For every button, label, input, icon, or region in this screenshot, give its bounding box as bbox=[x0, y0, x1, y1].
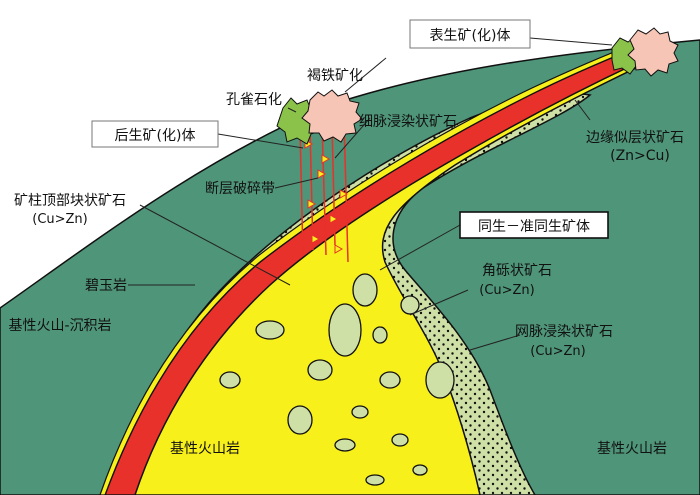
limonite-blob-icon bbox=[627, 27, 679, 77]
syngenetic-box bbox=[459, 211, 609, 239]
limonite-blob-icon bbox=[301, 89, 363, 143]
label-syngenetic: 同生－准同生矿体 bbox=[478, 219, 590, 235]
label-supergene-ore: 表生矿(化)体 bbox=[430, 28, 511, 44]
label-hypogene-ore: 后生矿(化)体 bbox=[115, 128, 196, 144]
label-jasper: 碧玉岩 bbox=[85, 278, 127, 294]
label-basic-volc-sed: 基性火山-沉积岩 bbox=[8, 317, 111, 334]
hypogene-box bbox=[91, 120, 219, 148]
supergene-box bbox=[409, 19, 531, 49]
label-network-1: 网脉浸染状矿石 bbox=[515, 324, 613, 340]
label-pipe-massive-1: 矿柱顶部块状矿石 bbox=[14, 193, 126, 209]
label-basic-volc-right: 基性火山岩 bbox=[597, 440, 667, 457]
label-breccia-1: 角砾状矿石 bbox=[482, 263, 552, 279]
label-marginal-1: 边缘似层状矿石 bbox=[586, 130, 684, 146]
leader-lines bbox=[128, 37, 613, 351]
fault-zone-veins bbox=[299, 121, 349, 263]
label-limonite: 褐铁矿化 bbox=[307, 68, 363, 84]
label-marginal-2: (Zn>Cu) bbox=[610, 148, 670, 164]
vein-triangle-icon bbox=[304, 139, 349, 254]
label-basic-volc-left: 基性火山岩 bbox=[170, 440, 240, 457]
label-breccia-2: (Cu>Zn) bbox=[479, 283, 535, 298]
ore-lenses bbox=[219, 273, 455, 486]
label-network-2: (Cu>Zn) bbox=[530, 344, 586, 359]
label-stringer: 细脉浸染状矿石 bbox=[359, 114, 457, 130]
label-malachite: 孔雀石化 bbox=[226, 92, 282, 108]
label-fault-zone: 断层破碎带 bbox=[205, 181, 275, 197]
label-pipe-massive-2: (Cu>Zn) bbox=[32, 212, 88, 227]
